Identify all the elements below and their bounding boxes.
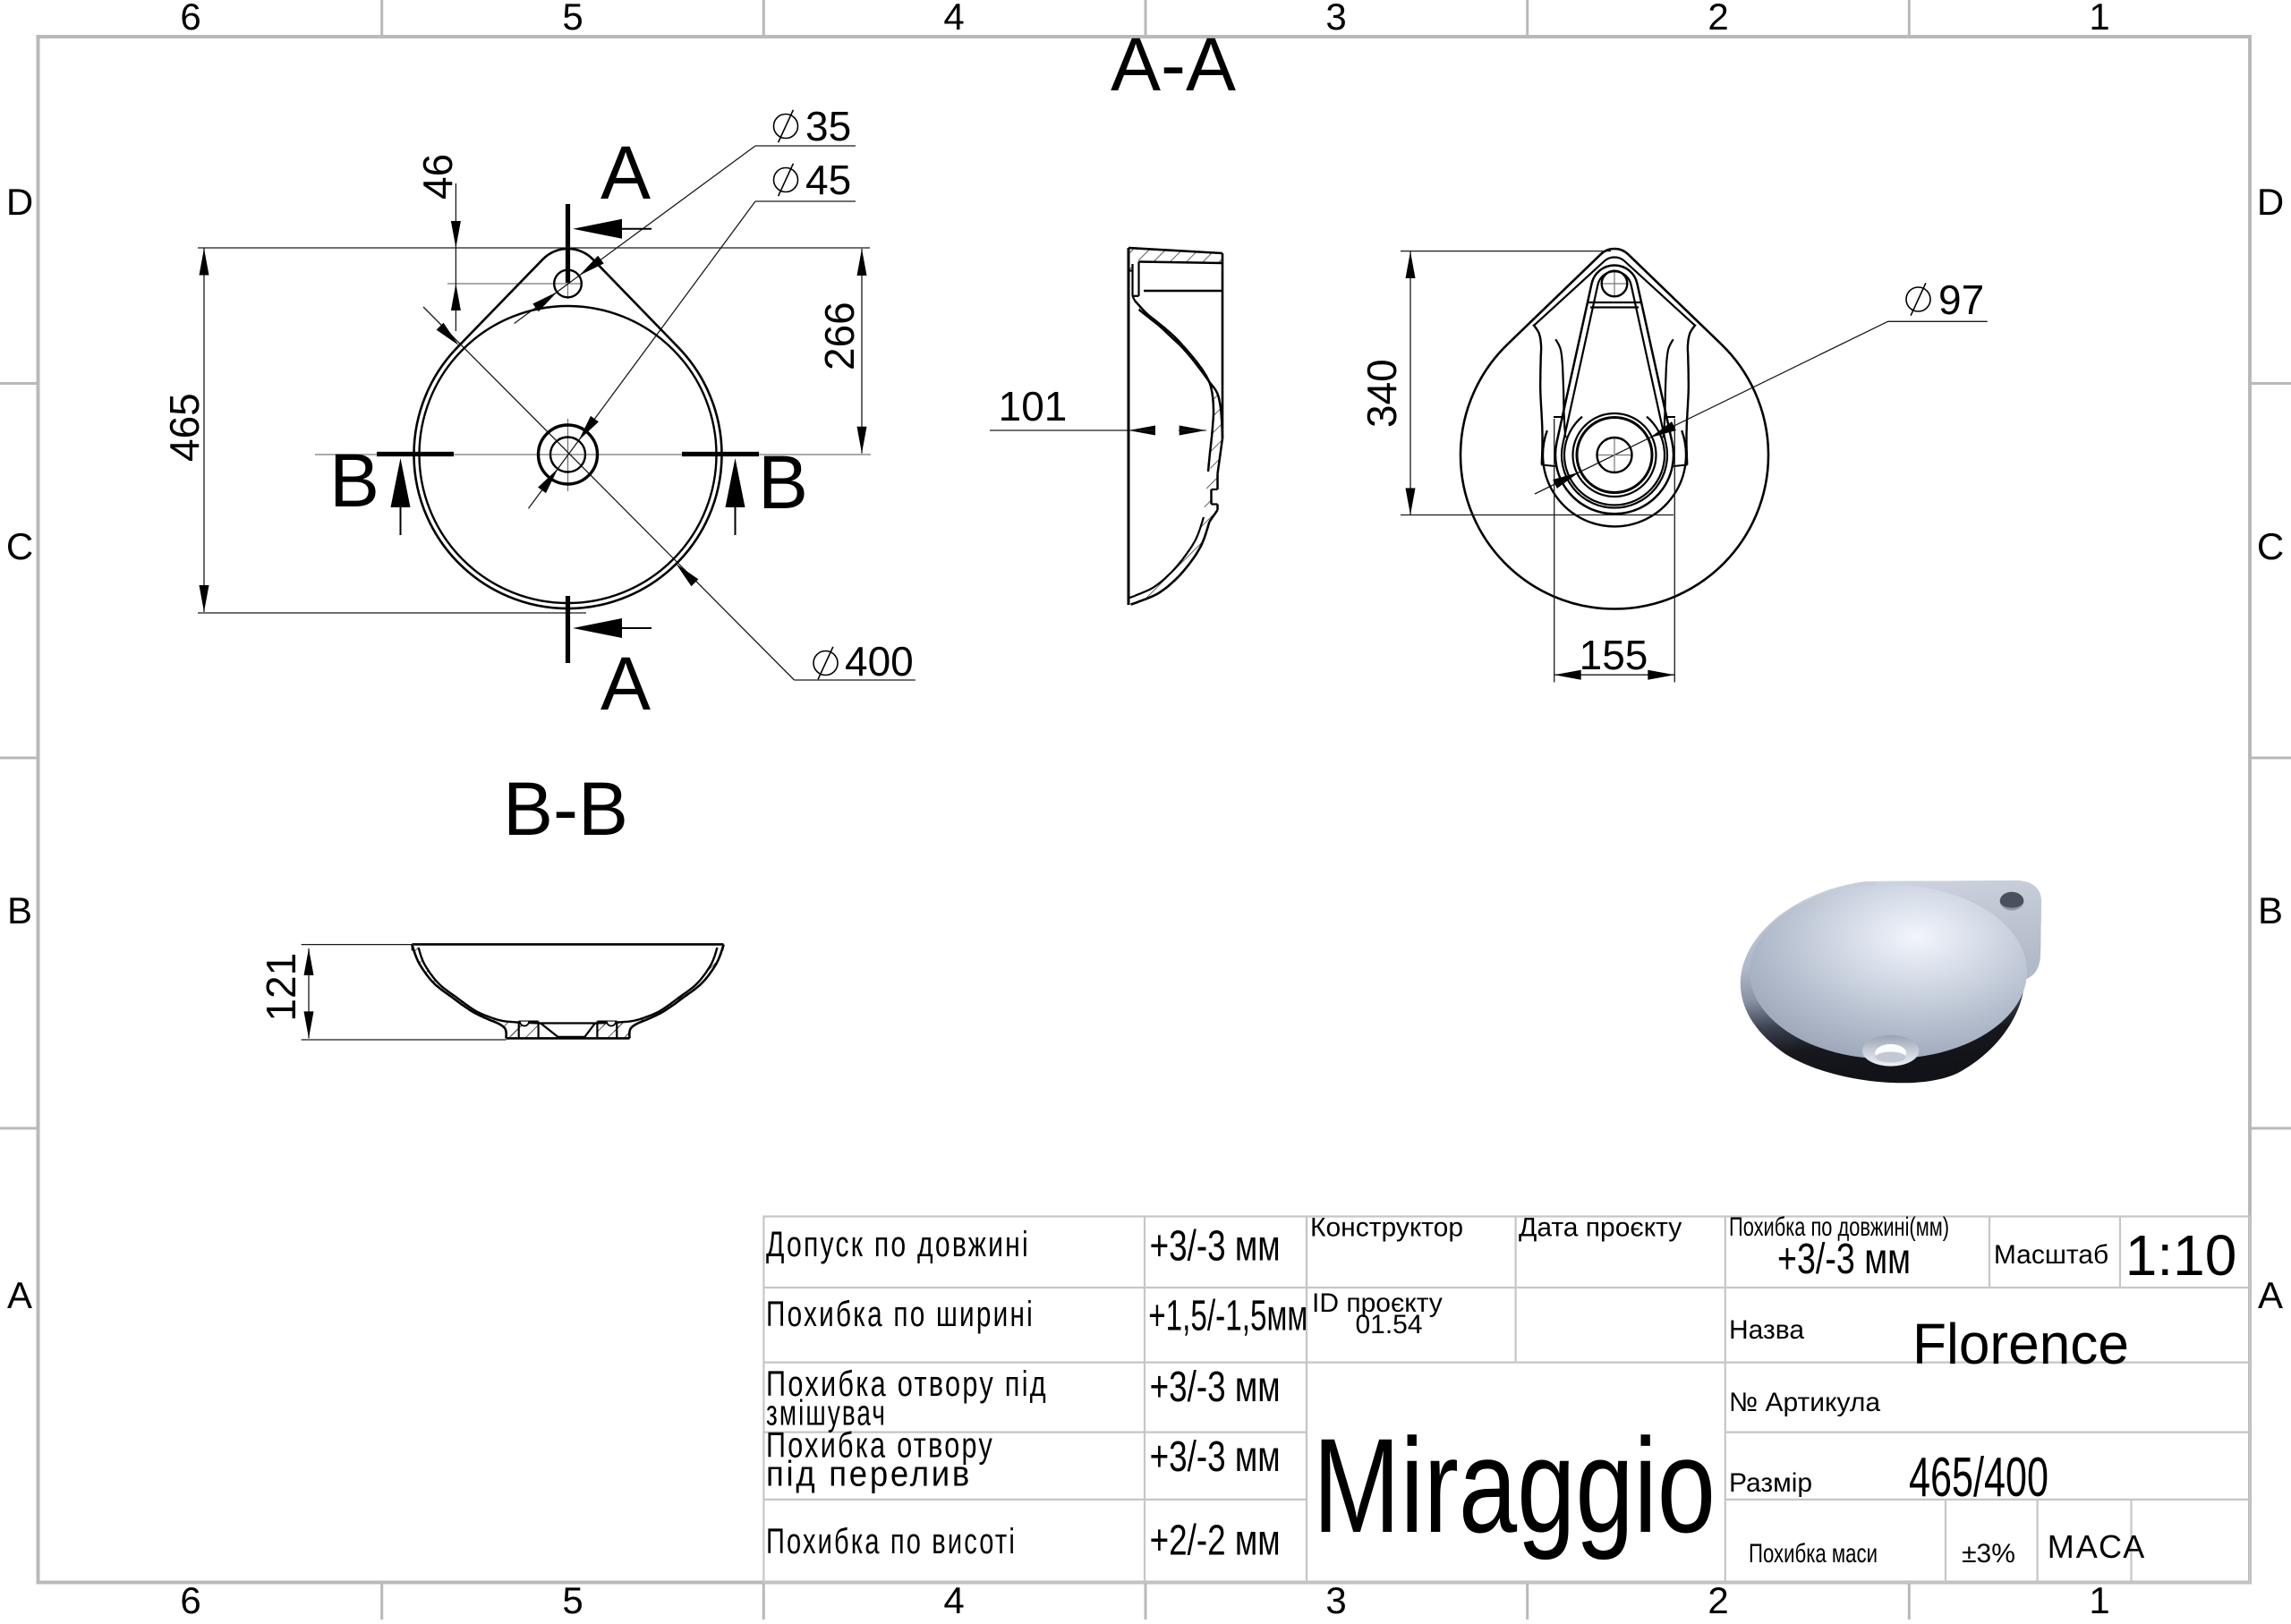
svg-text:D: D bbox=[6, 181, 33, 223]
svg-text:A: A bbox=[600, 131, 651, 215]
svg-text:Похибка по ширині: Похибка по ширині bbox=[766, 1295, 1035, 1334]
svg-text:Размір: Размір bbox=[1729, 1468, 1812, 1498]
svg-text:C: C bbox=[6, 525, 33, 567]
svg-text:+3/-3 мм: +3/-3 мм bbox=[1150, 1222, 1281, 1270]
svg-text:340: 340 bbox=[1358, 359, 1405, 428]
svg-text:2: 2 bbox=[1708, 1579, 1728, 1620]
svg-text:5: 5 bbox=[562, 1579, 583, 1620]
svg-text:МАСА: МАСА bbox=[2048, 1528, 2146, 1565]
svg-text:01.54: 01.54 bbox=[1355, 1310, 1422, 1339]
svg-text:3: 3 bbox=[1325, 0, 1346, 38]
svg-text:A: A bbox=[2258, 1274, 2283, 1316]
svg-text:B: B bbox=[758, 440, 808, 524]
svg-text:Масштаб: Масштаб bbox=[1994, 1240, 2108, 1270]
svg-text:4: 4 bbox=[943, 1579, 964, 1620]
svg-text:3: 3 bbox=[1325, 1579, 1346, 1620]
svg-text:±3%: ±3% bbox=[1962, 1539, 2015, 1569]
svg-text:A: A bbox=[7, 1274, 32, 1316]
svg-text:121: 121 bbox=[258, 953, 304, 1022]
svg-text:Дата проєкту: Дата проєкту bbox=[1519, 1213, 1682, 1243]
svg-text:D: D bbox=[2257, 181, 2284, 223]
svg-text:6: 6 bbox=[180, 0, 200, 38]
svg-text:Конструктор: Конструктор bbox=[1310, 1213, 1463, 1243]
svg-text:45: 45 bbox=[805, 157, 851, 203]
svg-text:Miraggio: Miraggio bbox=[1313, 1410, 1716, 1560]
svg-text:ID проєкту: ID проєкту bbox=[1312, 1288, 1443, 1318]
svg-text:35: 35 bbox=[805, 103, 851, 149]
svg-text:1:10: 1:10 bbox=[2125, 1223, 2237, 1288]
svg-text:Florence: Florence bbox=[1912, 1312, 2129, 1376]
svg-text:400: 400 bbox=[845, 638, 914, 684]
svg-text:+3/-3 мм: +3/-3 мм bbox=[1150, 1364, 1281, 1411]
svg-text:+3/-3 мм: +3/-3 мм bbox=[1150, 1433, 1281, 1481]
svg-text:B: B bbox=[7, 889, 32, 931]
svg-text:B-B: B-B bbox=[503, 767, 628, 851]
svg-text:A-A: A-A bbox=[1111, 22, 1236, 106]
svg-text:Похибка по висоті: Похибка по висоті bbox=[766, 1522, 1017, 1561]
svg-text:5: 5 bbox=[562, 0, 583, 38]
svg-text:2: 2 bbox=[1708, 0, 1728, 38]
svg-text:Похибка по довжині(мм): Похибка по довжині(мм) bbox=[1729, 1212, 1949, 1242]
svg-text:Похибка маси: Похибка маси bbox=[1749, 1539, 1878, 1569]
svg-text:під перелив: під перелив bbox=[766, 1455, 972, 1494]
svg-text:1: 1 bbox=[2089, 1579, 2109, 1620]
svg-text:№ Артикула: № Артикула bbox=[1729, 1388, 1880, 1417]
svg-text:465/400: 465/400 bbox=[1909, 1447, 2048, 1509]
svg-text:Назва: Назва bbox=[1729, 1315, 1804, 1345]
svg-text:Похибка отвору: Похибка отвору bbox=[766, 1426, 994, 1466]
svg-text:46: 46 bbox=[414, 154, 461, 200]
svg-text:Похибка отвору під: Похибка отвору під bbox=[766, 1365, 1048, 1404]
svg-text:Допуск по довжині: Допуск по довжині bbox=[766, 1225, 1030, 1264]
svg-text:A: A bbox=[600, 642, 651, 726]
svg-text:B: B bbox=[329, 438, 379, 523]
svg-text:+2/-2 мм: +2/-2 мм bbox=[1150, 1517, 1281, 1564]
svg-text:465: 465 bbox=[161, 393, 208, 462]
svg-text:змішувач: змішувач bbox=[766, 1393, 887, 1433]
svg-text:101: 101 bbox=[999, 383, 1068, 429]
svg-text:+3/-3 мм: +3/-3 мм bbox=[1777, 1236, 1911, 1283]
svg-text:266: 266 bbox=[816, 302, 863, 370]
svg-text:B: B bbox=[2258, 889, 2283, 931]
svg-text:C: C bbox=[2257, 525, 2284, 567]
svg-text:1: 1 bbox=[2089, 0, 2109, 38]
svg-text:6: 6 bbox=[180, 1579, 200, 1620]
svg-text:97: 97 bbox=[1938, 276, 1984, 323]
svg-text:+1,5/-1,5мм: +1,5/-1,5мм bbox=[1148, 1292, 1307, 1339]
svg-text:4: 4 bbox=[943, 0, 964, 38]
svg-text:155: 155 bbox=[1580, 632, 1648, 678]
